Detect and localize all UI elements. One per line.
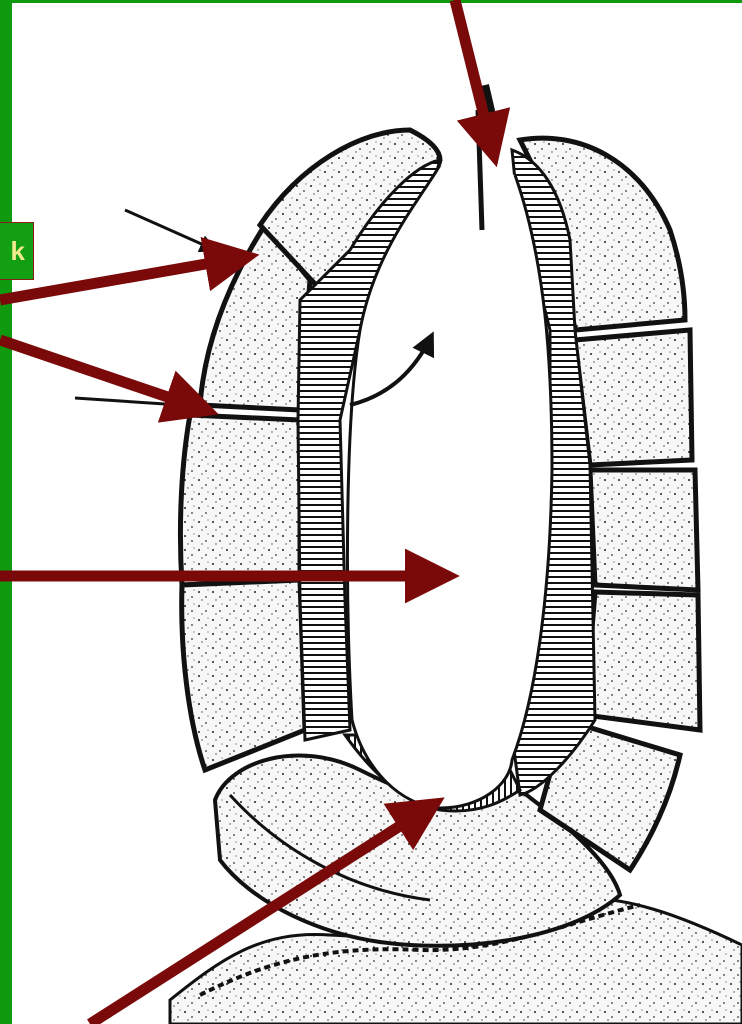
label-text: k [11,238,25,264]
pointer-arrow [0,340,200,408]
pointer-arrow [455,0,492,148]
label-box: k [0,222,34,280]
pointer-line-upper [125,210,215,250]
pointer-arrow [0,258,240,300]
